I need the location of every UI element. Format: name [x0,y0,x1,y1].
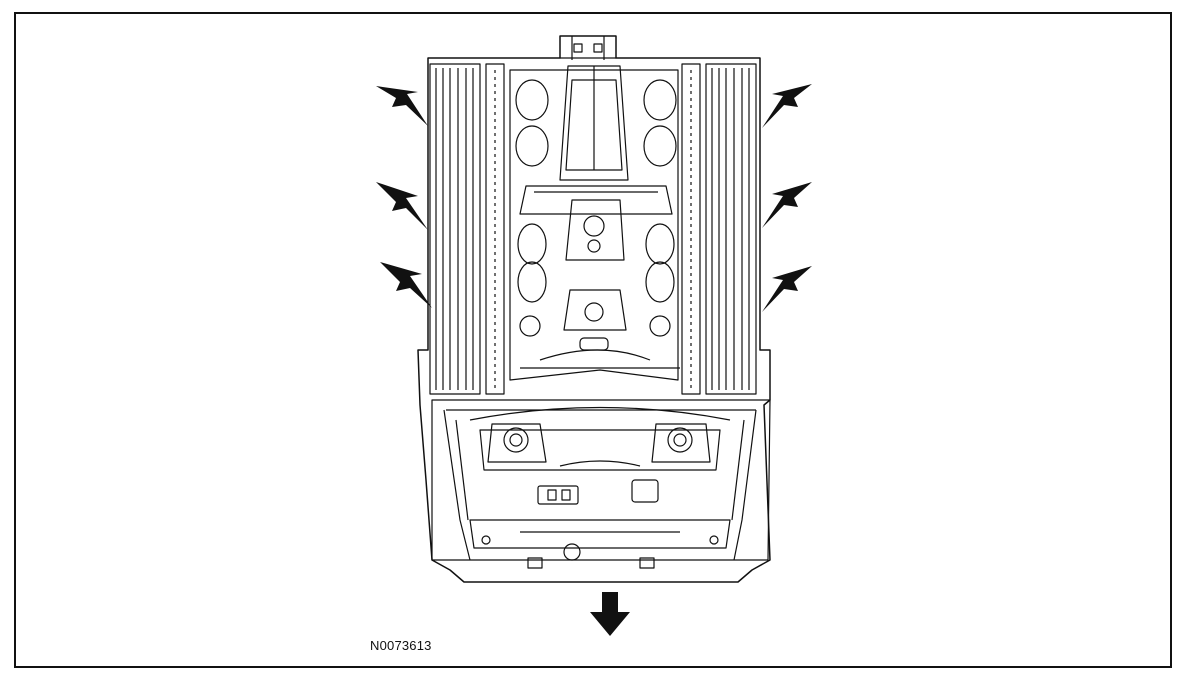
callout-arrow-right-2 [762,182,812,228]
floor-pan [509,65,680,381]
callout-arrow-left-3 [380,262,432,308]
callout-arrow-right-3 [762,266,812,312]
callout-arrow-right-1 [762,84,812,128]
right-rocker-panel [681,63,757,395]
body-outline [417,35,771,583]
rear-floor-section [431,399,771,569]
callout-arrow-left-2 [376,182,428,230]
left-rocker-panel [429,63,505,395]
figure-frame [14,12,1172,668]
callout-arrow-left-1 [376,86,428,126]
callout-arrows-left [376,86,432,308]
callout-arrows-right [762,84,812,312]
down-arrow-icon [590,592,630,636]
figure-id-label: N0073613 [370,638,432,653]
